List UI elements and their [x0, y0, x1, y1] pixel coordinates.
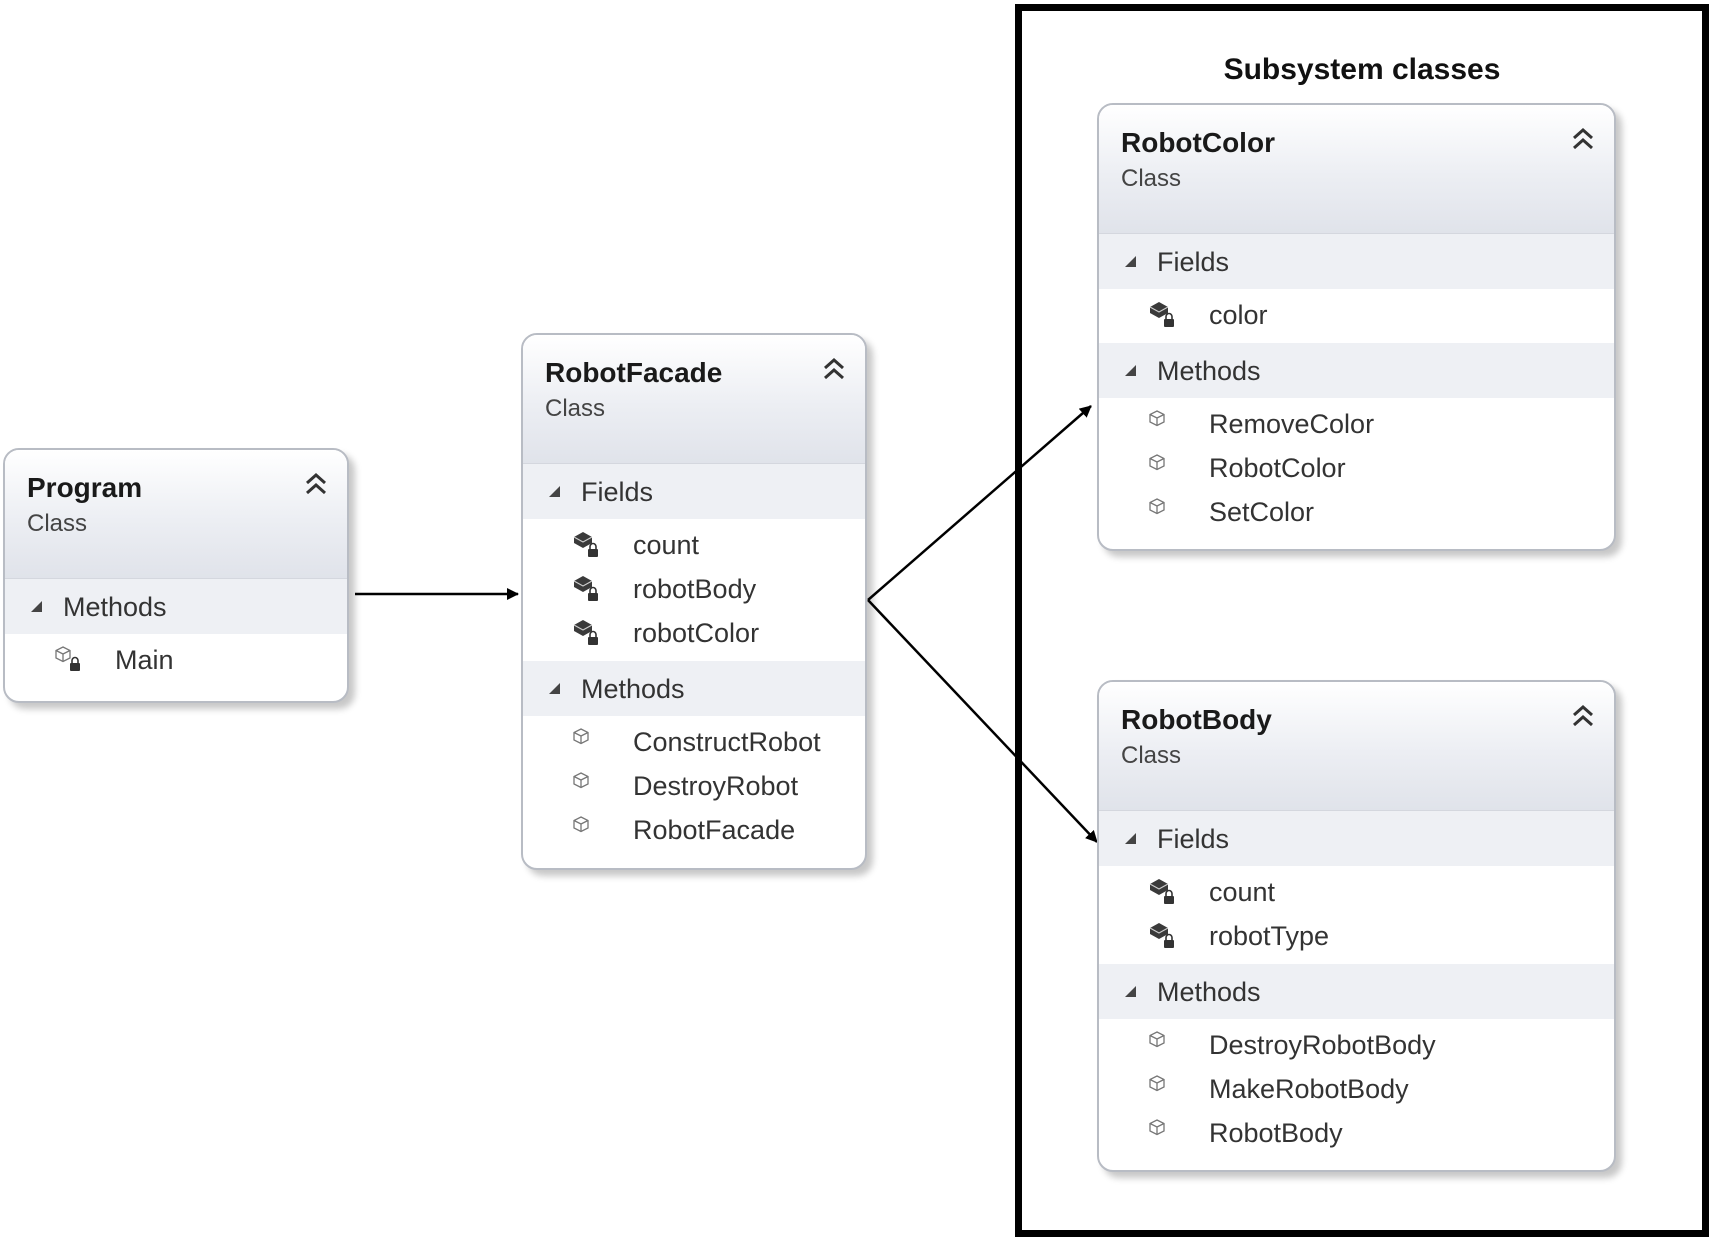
class-kind: Class — [1121, 742, 1182, 769]
field-name: robotBody — [633, 574, 757, 604]
method-item[interactable]: RemoveColor — [1099, 402, 1614, 446]
method-item[interactable]: Main — [5, 638, 347, 682]
class-name: RobotFacade — [545, 357, 723, 388]
method-icon — [1149, 498, 1165, 515]
expanded-triangle-icon — [549, 486, 560, 497]
section-label: Methods — [581, 674, 685, 704]
method-icon — [1149, 454, 1165, 471]
class-header: RobotBody Class — [1099, 682, 1614, 811]
section-label: Fields — [1157, 247, 1230, 277]
expanded-triangle-icon — [1125, 986, 1136, 997]
expanded-triangle-icon — [31, 601, 42, 612]
method-item[interactable]: RobotBody — [1099, 1111, 1614, 1155]
methods-section-header[interactable]: Methods — [523, 661, 865, 716]
method-icon — [573, 728, 589, 745]
class-name: RobotColor — [1121, 127, 1275, 158]
method-name: SetColor — [1209, 497, 1315, 527]
class-robotcolor[interactable]: RobotColor Class Fields color — [1097, 103, 1616, 551]
class-header: RobotFacade Class — [523, 335, 865, 464]
private-method-icon — [55, 646, 80, 671]
method-item[interactable]: DestroyRobotBody — [1099, 1023, 1614, 1067]
methods-section-header[interactable]: Methods — [1099, 343, 1614, 398]
section-label: Methods — [1157, 977, 1261, 1007]
field-name: color — [1209, 300, 1268, 330]
private-field-icon — [1149, 302, 1174, 327]
field-name: count — [1209, 877, 1276, 907]
field-name: robotType — [1209, 921, 1330, 951]
field-name: count — [633, 530, 700, 560]
fields-list: count robotBody robotColor — [523, 519, 865, 661]
method-icon — [573, 772, 589, 789]
field-item[interactable]: robotColor — [523, 611, 865, 655]
class-name: RobotBody — [1121, 704, 1272, 735]
method-item[interactable]: RobotColor — [1099, 446, 1614, 490]
method-item[interactable]: ConstructRobot — [523, 720, 865, 764]
class-kind: Class — [27, 510, 88, 537]
expanded-triangle-icon — [1125, 365, 1136, 376]
method-name: DestroyRobotBody — [1209, 1030, 1436, 1060]
section-label: Fields — [1157, 824, 1230, 854]
fields-section-header[interactable]: Fields — [523, 464, 865, 519]
section-label: Fields — [581, 477, 654, 507]
expanded-triangle-icon — [1125, 833, 1136, 844]
double-chevron-up-icon[interactable] — [1570, 125, 1596, 153]
double-chevron-up-icon[interactable] — [821, 355, 847, 383]
methods-section-header[interactable]: Methods — [5, 579, 347, 634]
double-chevron-up-icon[interactable] — [1570, 702, 1596, 730]
expanded-triangle-icon — [549, 683, 560, 694]
private-field-icon — [573, 620, 598, 645]
private-field-icon — [1149, 923, 1174, 948]
method-icon — [1149, 1075, 1165, 1092]
private-field-icon — [573, 532, 598, 557]
method-name: RemoveColor — [1209, 409, 1375, 439]
methods-section-header[interactable]: Methods — [1099, 964, 1614, 1019]
method-name: RobotBody — [1209, 1118, 1343, 1148]
field-item[interactable]: robotType — [1099, 914, 1614, 958]
class-name: Program — [27, 472, 143, 503]
methods-list: Main — [5, 634, 347, 688]
method-icon — [573, 816, 589, 833]
class-kind: Class — [1121, 165, 1182, 192]
methods-list: DestroyRobotBody MakeRobotBody RobotBody — [1099, 1019, 1614, 1161]
fields-list: color — [1099, 289, 1614, 343]
method-item[interactable]: RobotFacade — [523, 808, 865, 852]
method-name: DestroyRobot — [633, 771, 799, 801]
method-item[interactable]: SetColor — [1099, 490, 1614, 534]
method-item[interactable]: MakeRobotBody — [1099, 1067, 1614, 1111]
double-chevron-up-icon[interactable] — [303, 470, 329, 498]
method-name: RobotFacade — [633, 815, 796, 845]
method-name: ConstructRobot — [633, 727, 821, 757]
field-item[interactable]: robotBody — [523, 567, 865, 611]
fields-section-header[interactable]: Fields — [1099, 811, 1614, 866]
class-robotbody[interactable]: RobotBody Class Fields count — [1097, 680, 1616, 1172]
fields-section-header[interactable]: Fields — [1099, 234, 1614, 289]
field-name: robotColor — [633, 618, 760, 648]
method-name: RobotColor — [1209, 453, 1346, 483]
private-field-icon — [573, 576, 598, 601]
field-item[interactable]: count — [1099, 870, 1614, 914]
field-item[interactable]: color — [1099, 293, 1614, 337]
class-program[interactable]: Program Class Methods Main — [3, 448, 349, 703]
method-item[interactable]: DestroyRobot — [523, 764, 865, 808]
method-name: MakeRobotBody — [1209, 1074, 1409, 1104]
subsystem-title: Subsystem classes — [1223, 53, 1501, 86]
expanded-triangle-icon — [1125, 256, 1136, 267]
class-kind: Class — [545, 395, 606, 422]
method-icon — [1149, 1119, 1165, 1136]
class-header: Program Class — [5, 450, 347, 579]
class-robotfacade[interactable]: RobotFacade Class Fields count — [521, 333, 867, 870]
method-icon — [1149, 410, 1165, 427]
section-label: Methods — [63, 592, 167, 622]
class-header: RobotColor Class — [1099, 105, 1614, 234]
method-icon — [1149, 1031, 1165, 1048]
methods-list: RemoveColor RobotColor SetColor — [1099, 398, 1614, 540]
section-label: Methods — [1157, 356, 1261, 386]
method-name: Main — [115, 645, 174, 675]
private-field-icon — [1149, 879, 1174, 904]
methods-list: ConstructRobot DestroyRobot RobotFacade — [523, 716, 865, 858]
fields-list: count robotType — [1099, 866, 1614, 964]
field-item[interactable]: count — [523, 523, 865, 567]
